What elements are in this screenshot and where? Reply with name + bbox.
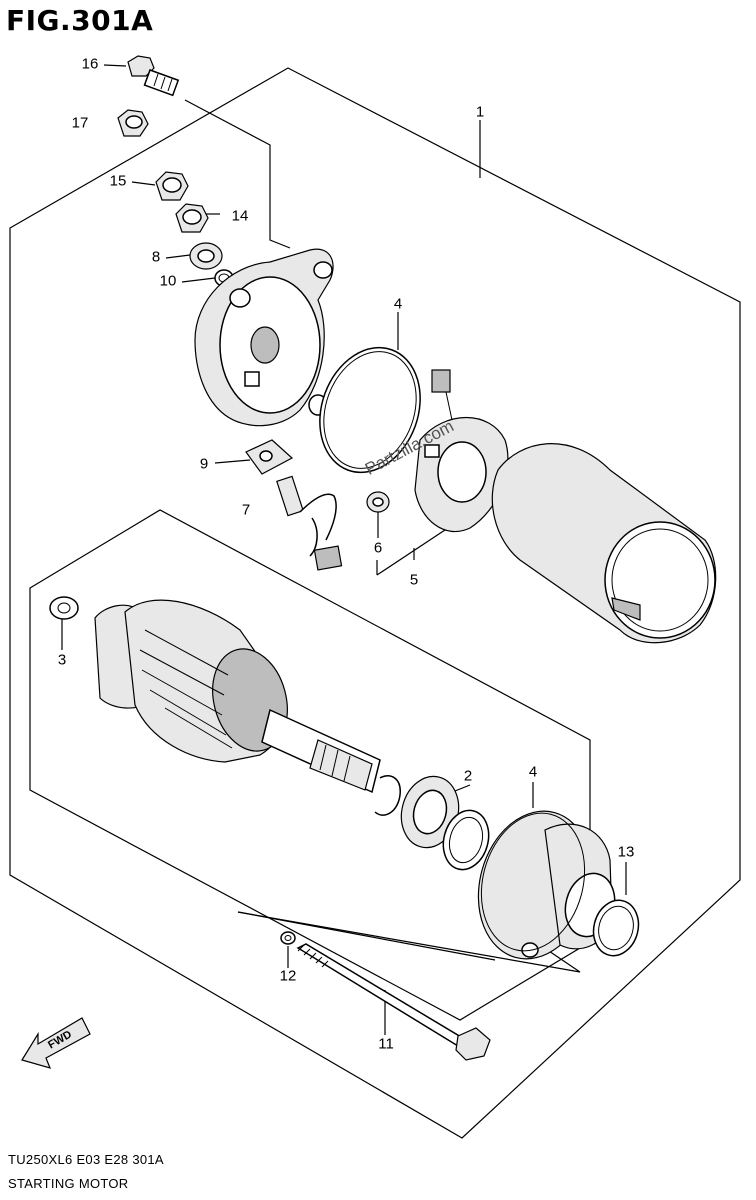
fwd-arrow-icon xyxy=(21,1017,91,1069)
nut-17 xyxy=(117,109,149,137)
callout-7: 7 xyxy=(241,501,251,519)
rear-end-cover xyxy=(194,248,334,427)
callout-6: 6 xyxy=(373,539,383,557)
o-ring-4-lower xyxy=(480,812,586,952)
callout-15: 15 xyxy=(109,172,127,190)
callout-8: 8 xyxy=(151,248,161,266)
terminal-plate-9 xyxy=(245,439,294,475)
brush-holder-5 xyxy=(414,369,509,533)
callout-14: 14 xyxy=(231,207,249,225)
figure-title: FIG.301A xyxy=(6,4,154,37)
callout-11: 11 xyxy=(378,1035,394,1053)
washer-3 xyxy=(49,596,79,620)
nut-15 xyxy=(155,171,189,201)
nut-14 xyxy=(175,203,209,233)
bearing xyxy=(400,775,460,849)
motor-yoke xyxy=(491,443,717,644)
callout-16: 16 xyxy=(81,55,99,73)
callout-10: 10 xyxy=(159,272,177,290)
o-ring-2 xyxy=(442,809,490,871)
armature xyxy=(94,599,381,794)
callout-2: 2 xyxy=(463,767,473,785)
bushing-8 xyxy=(189,242,223,270)
assembly-boundary-frame xyxy=(9,67,741,1139)
callout-17: 17 xyxy=(71,114,89,132)
callout-4-upper: 4 xyxy=(393,295,403,313)
callout-4-lower: 4 xyxy=(528,763,538,781)
callout-12: 12 xyxy=(279,967,297,985)
footer-section-name: STARTING MOTOR xyxy=(8,1176,129,1191)
callout-9: 9 xyxy=(199,455,209,473)
footer-model-code: TU250XL6 E03 E28 301A xyxy=(8,1152,164,1167)
leader-lines xyxy=(61,64,627,1035)
callout-13: 13 xyxy=(617,843,635,861)
front-end-cover xyxy=(477,810,616,960)
washer-12 xyxy=(280,931,296,945)
circlip xyxy=(374,774,401,816)
seal-6 xyxy=(366,491,390,513)
flange-bolt-16 xyxy=(127,55,180,97)
o-ring-4-upper xyxy=(319,346,421,474)
callout-1: 1 xyxy=(475,103,485,121)
brush-set-7 xyxy=(276,475,343,571)
through-bolt-11 xyxy=(296,943,491,1061)
o-ring-13 xyxy=(592,899,640,957)
callout-3: 3 xyxy=(57,651,67,669)
callout-5: 5 xyxy=(409,571,419,589)
